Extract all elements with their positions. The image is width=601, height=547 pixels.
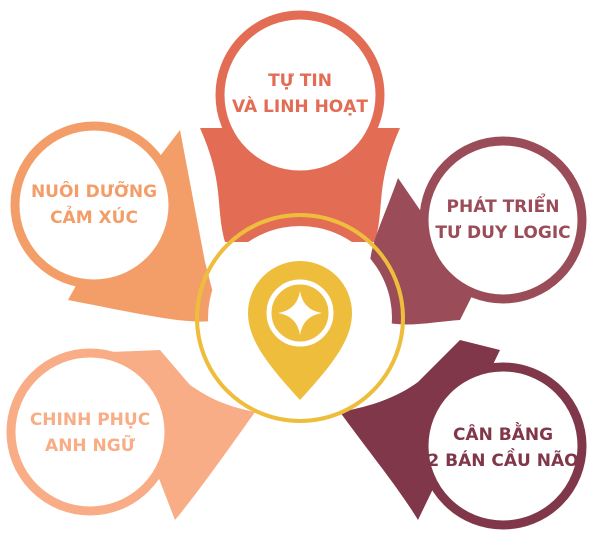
petal-label-lower-right-line2: 2 BÁN CẦU NÃO xyxy=(427,447,578,471)
petal-circle-upper-right xyxy=(419,136,587,304)
petal-label-top-line2: VÀ LINH HOẠT xyxy=(232,95,368,117)
connector-upper-right xyxy=(370,178,475,325)
star-shape xyxy=(278,291,322,335)
petal-circle-lower-right xyxy=(419,362,587,530)
center-badge xyxy=(195,213,405,423)
center-outer-ring xyxy=(195,213,405,423)
petal-label-upper-left-line2: CẢM XÚC xyxy=(50,205,138,228)
petal-label-upper-right-line1: PHÁT TRIỂN xyxy=(447,192,560,217)
petal-circle-lower-left xyxy=(6,348,174,516)
petal-label-lower-left-line2: ANH NGỮ xyxy=(45,433,136,456)
petal-circle-upper-left xyxy=(10,121,178,289)
location-pin-star-icon xyxy=(248,261,352,400)
petal-circles xyxy=(6,10,587,530)
petal-label-upper-left-line1: NUÔI DƯỠNG xyxy=(31,179,157,202)
petal-label-lower-right-line1: CÂN BẰNG xyxy=(453,421,553,445)
petal-circle-top xyxy=(215,10,385,180)
petal-label-upper-right-line2: TƯ DUY LOGIC xyxy=(435,223,570,243)
petal-label-top-line1: TỰ TIN xyxy=(268,71,332,91)
petal-label-lower-left-line1: CHINH PHỤC xyxy=(30,410,150,430)
petal-labels: TỰ TIN VÀ LINH HOẠT PHÁT TRIỂN TƯ DUY LO… xyxy=(30,71,579,471)
pin-inner-circle xyxy=(266,279,334,347)
